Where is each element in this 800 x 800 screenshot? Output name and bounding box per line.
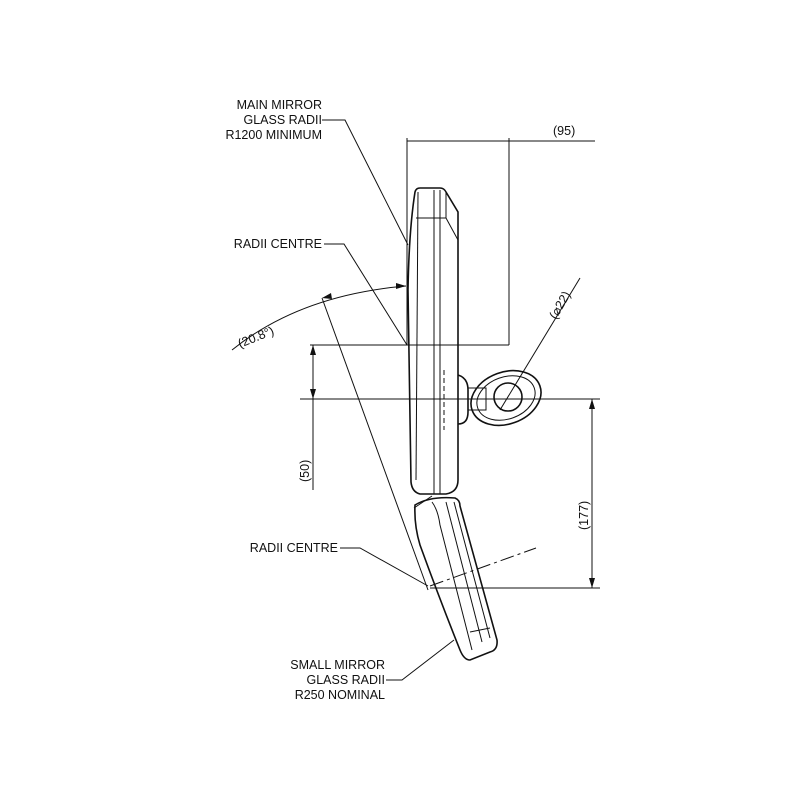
dimension-angle-label: (20.8°) xyxy=(236,324,276,351)
dimension-width: (95) xyxy=(406,124,595,345)
main-mirror xyxy=(407,187,459,495)
dimension-offset: (50) xyxy=(298,345,316,490)
arm-mount xyxy=(457,369,542,427)
small-mirror-centreline xyxy=(429,547,537,587)
label-line: GLASS RADII xyxy=(307,673,386,687)
label-radii-centre-upper: RADII CENTRE xyxy=(234,237,408,346)
label-line: MAIN MIRROR xyxy=(237,98,322,112)
label-line: R250 NOMINAL xyxy=(295,688,385,702)
label-radii-centre-lower: RADII CENTRE xyxy=(250,541,429,587)
small-mirror xyxy=(413,495,498,661)
dimension-width-label: (95) xyxy=(553,124,575,138)
dimension-diameter-label: (⌀22) xyxy=(546,289,573,322)
dimension-offset-label: (50) xyxy=(298,460,312,482)
label-main-mirror: MAIN MIRROR GLASS RADII R1200 MINIMUM xyxy=(225,98,409,246)
label-line: RADII CENTRE xyxy=(250,541,338,555)
label-small-mirror: SMALL MIRROR GLASS RADII R250 NOMINAL xyxy=(290,639,455,702)
label-line: SMALL MIRROR xyxy=(290,658,385,672)
dimension-drop: (177) xyxy=(577,399,595,588)
dimension-diameter: (⌀22) xyxy=(499,277,581,411)
label-line: R1200 MINIMUM xyxy=(225,128,322,142)
label-line: RADII CENTRE xyxy=(234,237,322,251)
dimension-angle: (20.8°) xyxy=(231,283,429,591)
label-line: GLASS RADII xyxy=(244,113,323,127)
dimension-drop-label: (177) xyxy=(577,501,591,530)
